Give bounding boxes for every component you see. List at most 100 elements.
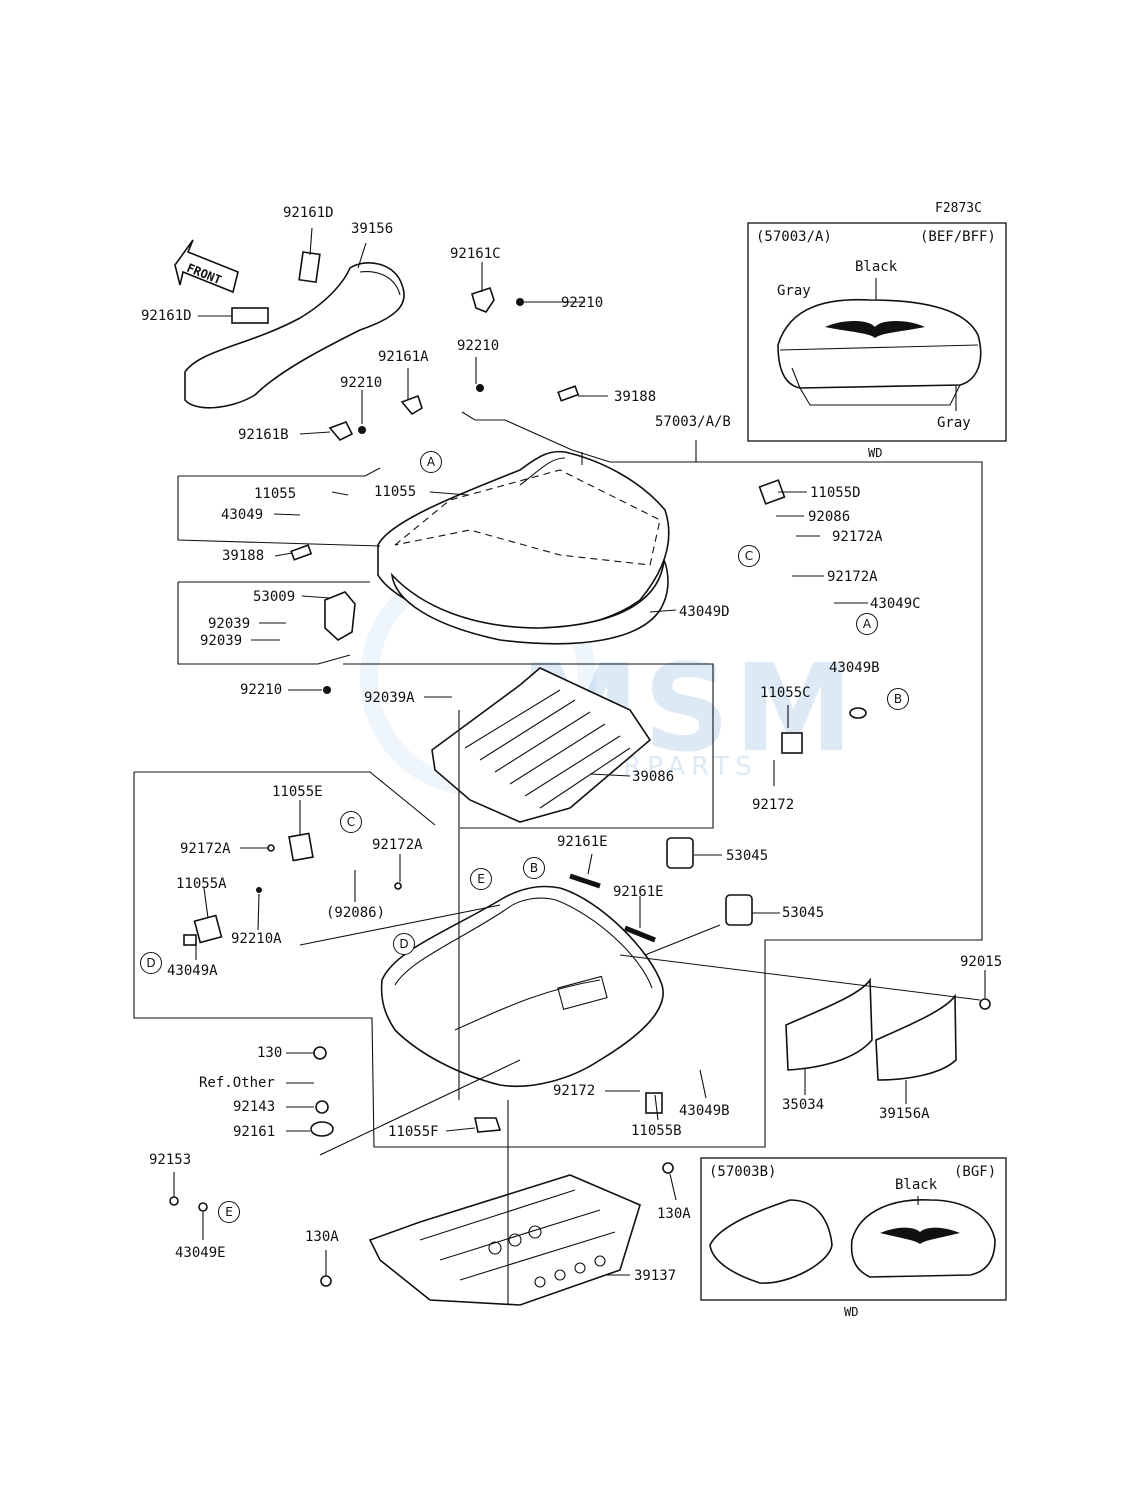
part-label: 11055F: [388, 1124, 439, 1140]
part-label: 39156: [351, 221, 394, 237]
callout-A: A: [856, 613, 878, 635]
inset-top-frame: [747, 222, 1007, 442]
part-label: 92143: [233, 1099, 276, 1115]
callout-D: D: [140, 952, 162, 974]
part-label: 130: [257, 1045, 283, 1061]
inset-top-color-black: Black: [855, 259, 898, 275]
part-label: 11055C: [760, 685, 811, 701]
inset-top-trunk: [777, 298, 982, 389]
inset-top-model: (57003/A): [756, 229, 832, 245]
lid-seal-43049D: [390, 559, 669, 645]
part-label: 11055D: [810, 485, 861, 501]
part-label: 43049B: [679, 1103, 730, 1119]
bolt-92210-c: [358, 426, 366, 434]
part-label: 53045: [726, 848, 769, 864]
inset-bottom-variant: (BGF): [954, 1164, 997, 1180]
figure-code: F2873C: [935, 201, 982, 216]
part-label: 92039: [200, 633, 243, 649]
part-label: 92153: [149, 1152, 192, 1168]
bolt-92210-d: [323, 686, 331, 694]
callout-E: E: [218, 1201, 240, 1223]
part-label: 92161E: [557, 834, 608, 850]
callout-D: D: [393, 933, 415, 955]
inset-top-color-gray-right: Gray: [937, 415, 971, 431]
part-label: 92161: [233, 1124, 276, 1140]
part-label: 92161D: [283, 205, 334, 221]
part-label: 11055B: [631, 1123, 682, 1139]
inset-top-footer: WD: [868, 446, 883, 460]
cover-39156A: [875, 993, 957, 1081]
part-label: 92210: [561, 295, 604, 311]
bracket-92161A: [400, 394, 423, 416]
callout-B: B: [523, 857, 545, 879]
part-label: 43049A: [167, 963, 218, 979]
part-label: 92161C: [450, 246, 501, 262]
hinge-53009: [324, 591, 356, 641]
inset-bottom-footer: WD: [844, 1305, 859, 1319]
part-label: Ref.Other: [199, 1075, 275, 1091]
part-label: 53045: [782, 905, 825, 921]
part-label: 11055E: [272, 784, 323, 800]
part-label: 92210: [340, 375, 383, 391]
part-label: 11055A: [176, 876, 227, 892]
inset-bottom-model: (57003B): [709, 1164, 777, 1180]
leader-lines: [173, 227, 986, 1305]
callout-C: C: [340, 811, 362, 833]
part-label: 11055: [374, 484, 417, 500]
part-label: 92161D: [141, 308, 192, 324]
part-label: 43049C: [870, 596, 921, 612]
trunk-body: [380, 885, 664, 1088]
part-label: 39188: [222, 548, 265, 564]
part-label: 53009: [253, 589, 296, 605]
part-label: 92015: [960, 954, 1003, 970]
part-label: 92039: [208, 616, 251, 632]
inset-bottom-open-trunk: [709, 1199, 833, 1284]
part-label: 11055: [254, 486, 297, 502]
inset-top-variant: (BEF/BFF): [920, 229, 996, 245]
part-label: (92086): [326, 905, 386, 921]
latch-53045-a: [666, 837, 694, 869]
callout-C: C: [738, 545, 760, 567]
part-label: 92172: [553, 1083, 596, 1099]
callout-B: B: [887, 688, 909, 710]
latch-53045-b: [725, 894, 753, 926]
part-label: 92172A: [180, 841, 231, 857]
bolt-92210-b: [476, 384, 484, 392]
part-label: 130A: [657, 1206, 691, 1222]
bracket-92161C: [471, 286, 495, 313]
part-label: 92039A: [364, 690, 415, 706]
part-label: 92210: [457, 338, 500, 354]
part-label: 92161B: [238, 427, 289, 443]
part-label: 92210: [240, 682, 283, 698]
tape-92161D-left: [231, 307, 269, 324]
part-label: 92172: [752, 797, 795, 813]
cover-35034: [785, 977, 873, 1071]
inset-top-color-gray-left: Gray: [777, 283, 811, 299]
part-label: 92172A: [832, 529, 883, 545]
bolt-92210-a: [516, 298, 524, 306]
inset-bottom-color-black: Black: [895, 1177, 938, 1193]
bracket-92161B: [328, 420, 354, 441]
part-label: 92161E: [613, 884, 664, 900]
front-arrow-icon: [174, 239, 239, 294]
callout-E: E: [470, 868, 492, 890]
part-label: 92086: [808, 509, 851, 525]
part-label: 92161A: [378, 349, 429, 365]
part-label: 39137: [634, 1268, 677, 1284]
part-label: 92172A: [372, 837, 423, 853]
part-label: 43049: [221, 507, 264, 523]
tape-92161D-top: [298, 251, 321, 284]
part-label: 43049E: [175, 1245, 226, 1261]
part-label: 39156A: [879, 1106, 930, 1122]
part-label: 130A: [305, 1229, 339, 1245]
part-label: 39086: [632, 769, 675, 785]
tray-39086: [431, 667, 652, 823]
part-label: 39188: [614, 389, 657, 405]
part-label: 43049B: [829, 660, 880, 676]
part-label: 35034: [782, 1097, 825, 1113]
backrest-pad: [184, 262, 405, 409]
part-label: 92210A: [231, 931, 282, 947]
part-label: 43049D: [679, 604, 730, 620]
inset-bottom-frame: [700, 1157, 1007, 1301]
